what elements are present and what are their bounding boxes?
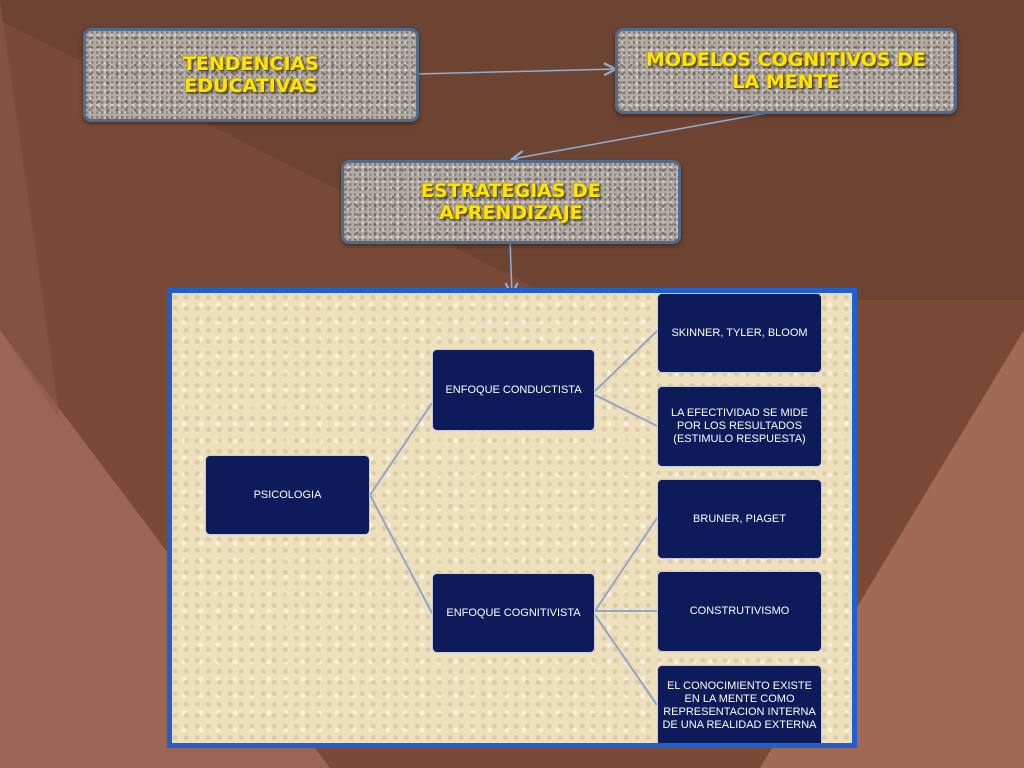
arrow-modelos-to-estrategias [512,109,785,159]
box-modelos-label: MODELOS COGNITIVOS DE LA MENTE [646,49,926,93]
connector-branch2-leaf1 [594,517,658,612]
box-tendencias-label: TENDENCIAS EDUCATIVAS [183,53,319,97]
box-modelos-cognitivos: MODELOS COGNITIVOS DE LA MENTE [615,28,957,114]
node-skinner-tyler-bloom: SKINNER, TYLER, BLOOM [657,293,822,373]
connector-branch1-leaf2 [594,394,658,427]
connector-root-branch2 [369,494,433,614]
node-psicologia-label: PSICOLOGIA [253,488,322,501]
arrow-estrategias-to-panel [510,239,512,295]
node-cognitivista-label: ENFOQUE COGNITIVISTA [446,606,581,619]
box-tendencias-educativas: TENDENCIAS EDUCATIVAS [83,28,419,122]
node-enfoque-cognitivista: ENFOQUE COGNITIVISTA [432,573,595,653]
node-bruner-piaget: BRUNER, PIAGET [657,479,822,559]
box-estrategias-label: ESTRATEGIAS DE APRENDIZAJE [421,180,601,224]
node-psicologia: PSICOLOGIA [205,455,370,535]
node-efectividad: LA EFECTIVIDAD SE MIDE POR LOS RESULTADO… [657,386,822,467]
node-conductista-label: ENFOQUE CONDUCTISTA [445,383,582,396]
node-conocimiento: EL CONOCIMIENTO EXISTE EN LA MENTE COMO … [657,665,822,743]
node-construtivismo: CONSTRUTIVISMO [657,571,822,652]
connector-branch2-leaf3 [594,614,658,706]
connector-root-branch1 [369,402,433,496]
node-conocimiento-label: EL CONOCIMIENTO EXISTE EN LA MENTE COMO … [662,680,817,731]
node-construtivismo-label: CONSTRUTIVISMO [689,605,790,617]
node-skinner-label: SKINNER, TYLER, BLOOM [671,326,808,339]
node-bruner-label: BRUNER, PIAGET [693,512,786,525]
node-efectividad-label: LA EFECTIVIDAD SE MIDE POR LOS RESULTADO… [671,407,808,445]
arrow-tendencias-to-modelos [415,69,616,74]
hierarchy-panel: PSICOLOGIA ENFOQUE CONDUCTISTA ENFOQUE C… [167,288,857,748]
connector-branch1-leaf1 [594,330,658,392]
node-enfoque-conductista: ENFOQUE CONDUCTISTA [432,349,595,431]
box-estrategias-aprendizaje: ESTRATEGIAS DE APRENDIZAJE [341,160,681,244]
hierarchy-connectors [369,330,658,706]
